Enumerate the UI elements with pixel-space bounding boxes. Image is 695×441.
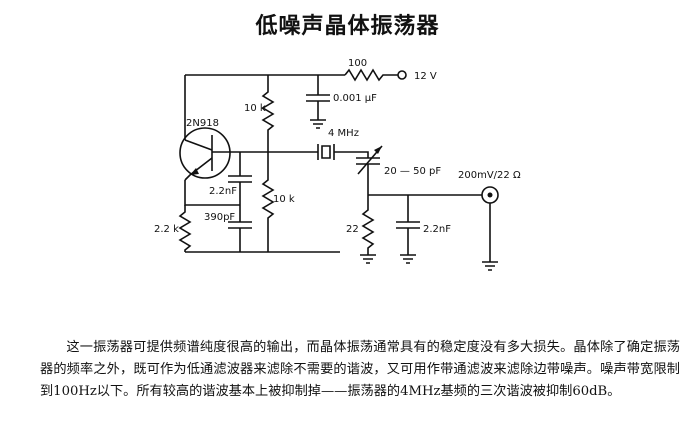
ground-output-cap (400, 254, 416, 264)
diagram-title: 低噪声晶体振荡器 (255, 14, 440, 39)
ground-bypass (310, 119, 326, 129)
label-r-load: 22 (346, 224, 359, 235)
trimmer-capacitor (345, 151, 380, 195)
label-c-feedback2: 390pF (204, 212, 235, 223)
trimmer-arrow-head (374, 146, 382, 154)
supply-terminal (397, 70, 407, 80)
transistor-emitter-arrow (190, 168, 199, 175)
capacitor-2-2nf (228, 152, 252, 205)
label-c-out: 2.2nF (423, 224, 451, 235)
label-r-emitter: 2.2 k (154, 224, 179, 235)
capacitor-output (396, 195, 420, 255)
resistor-10k-top (261, 75, 275, 152)
label-r-supply: 100 (348, 58, 367, 69)
transistor-2n918-symbol (179, 127, 231, 179)
resistor-2-2k (178, 205, 192, 252)
description-text: 这一振荡器可提供频谱纯度很高的输出，而晶体振荡通常具有的稳定度没有多大损失。晶体… (40, 340, 680, 399)
ground-resistor-22 (360, 254, 376, 264)
capacitor-390pf (228, 205, 252, 252)
oscillator-schematic: 100 12 V 0.001 μF 10 k 2N918 4 MHz 2.2nF… (154, 58, 521, 271)
capacitor-bypass (306, 75, 330, 120)
resistor-22 (361, 195, 375, 255)
label-trimmer: 20 — 50 pF (384, 166, 441, 177)
description-paragraph: 这一振荡器可提供频谱纯度很高的输出，而晶体振荡通常具有的稳定度没有多大损失。晶体… (40, 337, 680, 403)
label-output: 200mV/22 Ω (458, 170, 521, 181)
crystal-4mhz (310, 144, 345, 160)
label-r-bottom: 10 k (273, 194, 295, 205)
label-supply: 12 V (414, 71, 437, 82)
label-transistor: 2N918 (186, 118, 219, 129)
transistor-collector-leg (184, 139, 213, 151)
resistor-10k-bottom (261, 152, 275, 252)
label-crystal: 4 MHz (328, 128, 359, 139)
output-connector-pin (487, 192, 493, 198)
label-r-top: 10 k (244, 103, 266, 114)
resistor-100 (344, 68, 398, 82)
ground-output (482, 261, 498, 271)
label-c-bypass: 0.001 μF (333, 93, 377, 104)
label-c-feedback1: 2.2nF (209, 186, 237, 197)
